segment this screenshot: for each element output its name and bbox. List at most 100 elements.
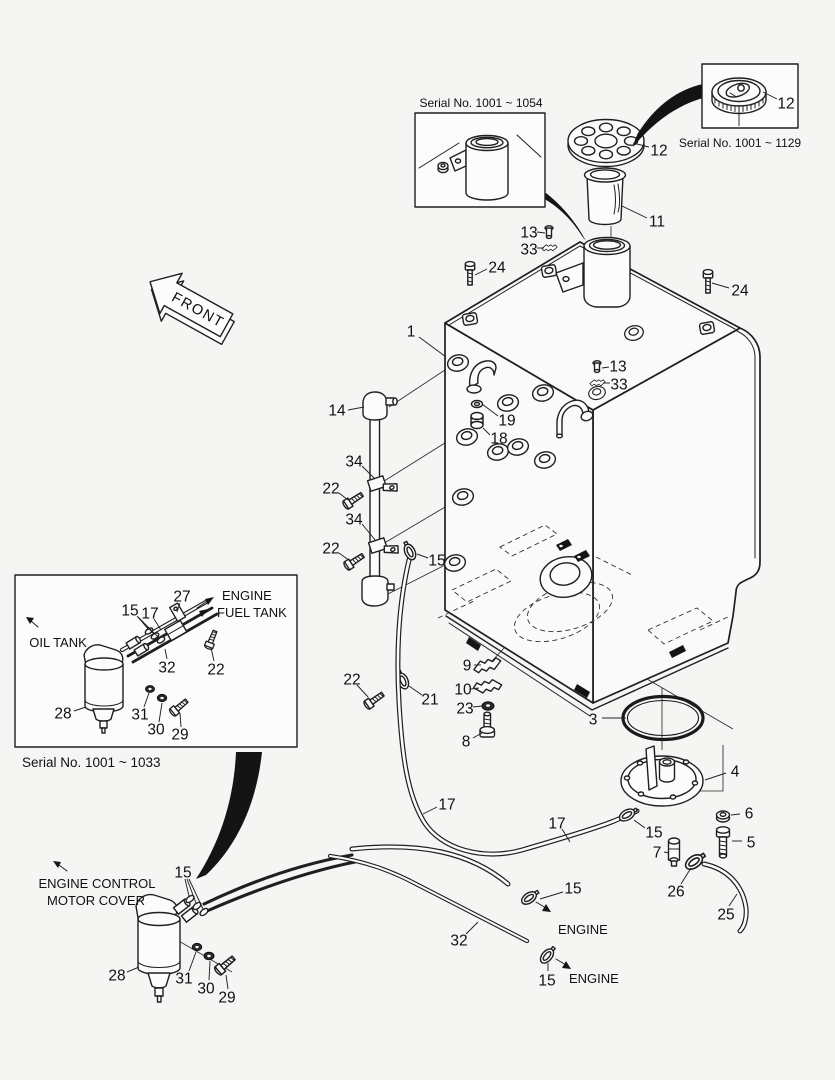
callout-12: 12 <box>777 96 794 113</box>
callout-24: 24 <box>488 260 506 277</box>
engine-control-label-group: ENGINE CONTROL MOTOR COVER <box>38 861 156 908</box>
callout-24: 24 <box>731 283 749 300</box>
fitting-7 <box>667 837 681 867</box>
fuel-tank-inset-label: FUEL TANK <box>217 605 287 620</box>
callout-13: 13 <box>609 359 626 376</box>
bolt-22 <box>341 550 367 572</box>
top-hardware <box>464 225 714 387</box>
leader-line-15 <box>184 878 190 897</box>
serial-1129-label: Serial No. 1001 ~ 1129 <box>679 136 802 150</box>
leader-line-17 <box>422 806 438 815</box>
leader-line-31 <box>143 692 150 708</box>
bolt-22 <box>340 489 366 511</box>
fuel-cap-12 <box>711 77 767 115</box>
pipe-assembly-14 <box>340 391 399 607</box>
leader-line-21 <box>408 685 423 696</box>
engine-dest-2-label: ENGINE <box>569 971 619 986</box>
callout-10: 10 <box>454 682 472 699</box>
callout-11: 11 <box>649 214 665 231</box>
leader-line-12 <box>762 91 778 100</box>
callout-14: 14 <box>328 403 346 420</box>
plug-18 <box>470 411 484 430</box>
hose-clamp-26 <box>682 849 709 873</box>
leader-line-18 <box>482 427 491 436</box>
hidden-bottom-details <box>437 524 731 645</box>
leader-line-34 <box>361 465 376 480</box>
callout-18: 18 <box>490 431 507 448</box>
engine-fuel-tank-arrows <box>190 597 214 621</box>
callout-34: 34 <box>345 512 363 529</box>
callout-19: 19 <box>498 413 515 430</box>
leader-line-22 <box>338 492 349 501</box>
inset-nut <box>437 161 449 174</box>
leader-line-1 <box>418 336 447 358</box>
callout-22: 22 <box>322 541 339 558</box>
callout-27: 27 <box>173 589 190 606</box>
callout-6: 6 <box>745 806 754 823</box>
callout-17: 17 <box>548 816 565 833</box>
weld-nut <box>698 320 716 336</box>
leader-line-15 <box>188 878 204 910</box>
clip-stack <box>362 656 504 738</box>
inset-serial-1129: Serial No. 1001 ~ 1129 <box>679 63 802 150</box>
leader-line-19 <box>481 403 499 417</box>
sender-flange-4 <box>620 745 704 807</box>
engine-control-label-2: MOTOR COVER <box>47 893 145 908</box>
hose-clamp-15 <box>616 804 640 825</box>
callout-31: 31 <box>131 707 148 724</box>
bolt-22 <box>362 689 387 711</box>
leader-line-8 <box>472 732 483 739</box>
front-arrow: FRONT <box>149 272 235 346</box>
callout-29: 29 <box>171 727 188 744</box>
callout-9: 9 <box>463 658 472 675</box>
callout-34: 34 <box>345 454 363 471</box>
serial-1033-label: Serial No. 1001 ~ 1033 <box>22 755 160 770</box>
engine-destinations: ENGINE ENGINE <box>535 901 619 986</box>
strainer-11 <box>583 167 627 226</box>
hose-17 <box>395 553 640 857</box>
leader-line-12 <box>632 142 650 148</box>
leader-line-32 <box>465 921 479 935</box>
leader-line-17 <box>561 828 571 843</box>
leader-line-10 <box>470 687 480 690</box>
leader-line-22 <box>356 684 369 698</box>
drain-hardware <box>667 810 731 867</box>
tube-32 <box>327 853 530 944</box>
leader-line-29 <box>179 712 182 728</box>
callout-1: 1 <box>407 324 416 341</box>
callout-33: 33 <box>610 377 627 394</box>
pipe-clamp-34 <box>367 537 399 554</box>
callout-32: 32 <box>450 933 467 950</box>
filler-cap-12 <box>567 118 645 168</box>
callout-25: 25 <box>717 907 734 924</box>
callout-28: 28 <box>54 706 71 723</box>
hose-clamp-15 <box>537 943 559 967</box>
sender-mount-ring <box>539 539 593 598</box>
callout-30: 30 <box>197 981 215 998</box>
leader-line-28 <box>73 706 87 712</box>
leader-line-24 <box>711 282 730 289</box>
hose-25 <box>701 861 749 934</box>
elbow-fitting <box>466 360 497 430</box>
filter-fittings <box>172 894 209 923</box>
callout-numbers: 1143422342215133324241211133319189102382… <box>54 96 794 1007</box>
weld-nut <box>540 263 558 279</box>
leader-line-30 <box>158 702 163 723</box>
leader-line-27 <box>176 602 181 613</box>
leader-line-13 <box>536 231 546 234</box>
leader-line-14 <box>347 406 365 411</box>
weld-nut <box>461 311 479 327</box>
leader-line-28 <box>126 966 140 973</box>
callout-15: 15 <box>428 553 445 570</box>
callout-29: 29 <box>218 990 235 1007</box>
leader-line-15 <box>416 553 429 559</box>
engine-control-label-1: ENGINE CONTROL <box>38 876 155 891</box>
swoosh-to-1129-box <box>633 84 703 147</box>
callout-12: 12 <box>650 143 667 160</box>
inset-serial-1054: Serial No. 1001 ~ 1054 <box>414 96 546 208</box>
hose-return <box>349 844 511 887</box>
callout-15: 15 <box>645 825 662 842</box>
engine-inset-label: ENGINE <box>222 588 272 603</box>
leader-line-11 <box>621 205 648 219</box>
